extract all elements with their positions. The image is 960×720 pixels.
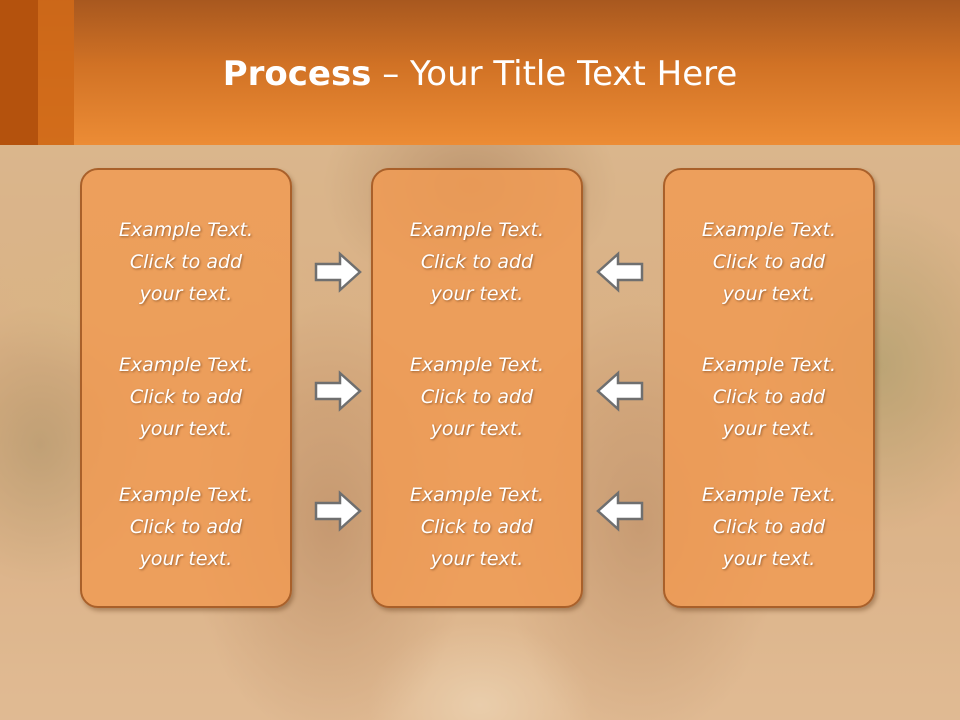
arrow-left-icon [596, 490, 644, 532]
text-placeholder[interactable]: Example Text. Click to add your text. [373, 349, 581, 445]
text-placeholder[interactable]: Example Text. Click to add your text. [665, 349, 873, 445]
text-line: your text. [430, 418, 524, 440]
text-line: Example Text. [409, 484, 545, 506]
title-bar: Process – Your Title Text Here [0, 0, 960, 145]
text-line: Click to add [712, 516, 826, 538]
text-line: Click to add [712, 386, 826, 408]
text-line: your text. [722, 418, 816, 440]
text-line: Example Text. [118, 219, 254, 241]
text-placeholder[interactable]: Example Text. Click to add your text. [82, 479, 290, 575]
arrow-left-icon [596, 251, 644, 293]
arrow-right-icon [314, 370, 362, 412]
process-box-right[interactable]: Example Text. Click to add your text. Ex… [663, 168, 875, 608]
text-line: your text. [139, 548, 233, 570]
text-line: your text. [722, 548, 816, 570]
text-placeholder[interactable]: Example Text. Click to add your text. [82, 214, 290, 310]
text-line: your text. [430, 548, 524, 570]
text-line: Click to add [420, 386, 534, 408]
text-line: Click to add [129, 251, 243, 273]
text-line: Example Text. [409, 219, 545, 241]
text-line: Example Text. [701, 219, 837, 241]
text-line: Example Text. [701, 484, 837, 506]
text-line: Example Text. [701, 354, 837, 376]
text-line: Click to add [420, 516, 534, 538]
slide-title[interactable]: Process – Your Title Text Here [0, 52, 960, 96]
process-box-middle[interactable]: Example Text. Click to add your text. Ex… [371, 168, 583, 608]
text-placeholder[interactable]: Example Text. Click to add your text. [665, 479, 873, 575]
header-accent-stripe [0, 0, 38, 145]
text-line: Example Text. [118, 484, 254, 506]
text-line: your text. [139, 283, 233, 305]
text-line: Click to add [129, 516, 243, 538]
text-placeholder[interactable]: Example Text. Click to add your text. [665, 214, 873, 310]
text-line: Example Text. [118, 354, 254, 376]
text-line: Click to add [129, 386, 243, 408]
text-line: Example Text. [409, 354, 545, 376]
title-bold-text: Process [222, 54, 372, 94]
title-rest-text: – Your Title Text Here [371, 54, 738, 94]
text-placeholder[interactable]: Example Text. Click to add your text. [82, 349, 290, 445]
text-line: Click to add [420, 251, 534, 273]
arrow-right-icon [314, 251, 362, 293]
text-line: your text. [139, 418, 233, 440]
text-line: your text. [722, 283, 816, 305]
process-box-left[interactable]: Example Text. Click to add your text. Ex… [80, 168, 292, 608]
text-placeholder[interactable]: Example Text. Click to add your text. [373, 214, 581, 310]
text-line: your text. [430, 283, 524, 305]
text-placeholder[interactable]: Example Text. Click to add your text. [373, 479, 581, 575]
header-accent-stripe-light [38, 0, 74, 145]
arrow-right-icon [314, 490, 362, 532]
text-line: Click to add [712, 251, 826, 273]
arrow-left-icon [596, 370, 644, 412]
